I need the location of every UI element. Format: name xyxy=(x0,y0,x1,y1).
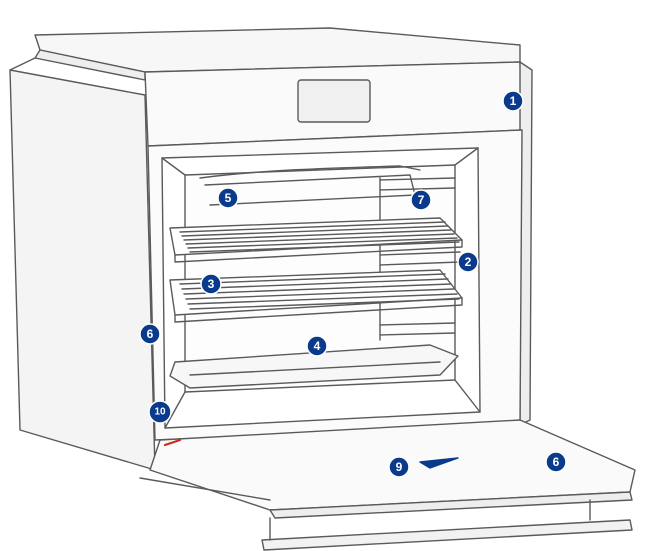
callout-circle xyxy=(545,451,567,473)
door-handle xyxy=(261,519,633,551)
upper-wire-rack xyxy=(169,217,463,263)
grill-element xyxy=(199,165,421,179)
callout-badge-c6a: 6 xyxy=(139,323,161,345)
callout-circle xyxy=(148,400,172,424)
callout-badge-c7: 7 xyxy=(410,189,432,211)
door-latch-arrow xyxy=(419,457,459,469)
callout-badge-c9: 9 xyxy=(388,456,410,478)
callout-number: 3 xyxy=(208,277,215,291)
callout-number: 6 xyxy=(147,327,154,341)
callout-number: 9 xyxy=(396,460,403,474)
callout-circle xyxy=(410,189,432,211)
callout-badge-c5: 5 xyxy=(217,187,239,209)
callout-number: 2 xyxy=(465,255,472,269)
display-window xyxy=(297,79,371,123)
callout-number: 6 xyxy=(553,455,560,469)
lower-wire-rack xyxy=(169,269,463,323)
callout-badge-c1: 1 xyxy=(502,90,524,112)
door-edge xyxy=(269,491,633,519)
callout-number: 5 xyxy=(225,191,232,205)
callout-badge-c2: 2 xyxy=(457,251,479,273)
callout-number: 10 xyxy=(154,407,166,418)
callout-number: 7 xyxy=(418,193,425,207)
callout-badge-c10: 10 xyxy=(148,400,172,424)
callout-badge-c3: 3 xyxy=(200,273,222,295)
callout-number: 4 xyxy=(314,339,321,353)
callout-circle xyxy=(139,323,161,345)
callout-badge-c6b: 6 xyxy=(545,451,567,473)
callout-circle xyxy=(306,335,328,357)
callout-badges: 1 2 3 4 5 6 6 7 9 10 xyxy=(139,90,567,478)
callout-circle xyxy=(200,273,222,295)
callout-circle xyxy=(502,90,524,112)
callout-circle xyxy=(217,187,239,209)
callout-circle xyxy=(457,251,479,273)
callout-circle xyxy=(388,456,410,478)
callout-badge-c4: 4 xyxy=(306,335,328,357)
oven-left-side xyxy=(9,69,156,471)
callout-number: 1 xyxy=(510,94,517,108)
door-seal xyxy=(163,438,182,447)
side-rack-support xyxy=(379,177,461,336)
baking-tray xyxy=(169,344,459,389)
